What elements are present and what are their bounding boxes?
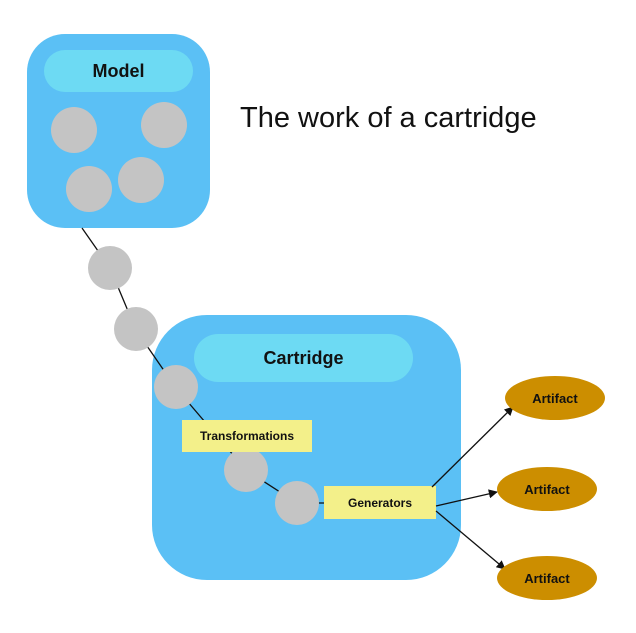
model-header-bar <box>44 50 193 92</box>
flow-node <box>224 448 268 492</box>
transformations-label: Transformations <box>199 429 295 443</box>
generators-label: Generators <box>347 495 413 510</box>
artifact-label-3: Artifact <box>524 570 570 586</box>
transformations-box <box>182 420 312 452</box>
flow-node <box>114 307 158 351</box>
flow-node <box>154 365 198 409</box>
model-element-node <box>66 166 112 212</box>
diagram-title: The work of a cartridge <box>240 101 537 134</box>
cartridge-header-bar <box>194 334 413 382</box>
artifact-ellipse-1 <box>505 376 605 420</box>
artifact-ellipse-2 <box>497 467 597 511</box>
artifact-label-2: Artifact <box>524 481 570 497</box>
generators-box <box>324 486 436 519</box>
flow-node <box>88 246 132 290</box>
arrow-to-artifact-1 <box>431 406 514 488</box>
model-element-node <box>51 107 97 153</box>
arrow-to-artifact-2 <box>435 489 498 507</box>
cartridge-label: Cartridge <box>263 347 344 368</box>
artifact-label-1: Artifact <box>532 390 578 406</box>
arrow-to-artifact-3 <box>435 510 506 570</box>
model-label: Model <box>92 60 145 81</box>
model-element-node <box>118 157 164 203</box>
flow-node <box>275 481 319 525</box>
model-element-node <box>141 102 187 148</box>
artifact-ellipse-3 <box>497 556 597 600</box>
